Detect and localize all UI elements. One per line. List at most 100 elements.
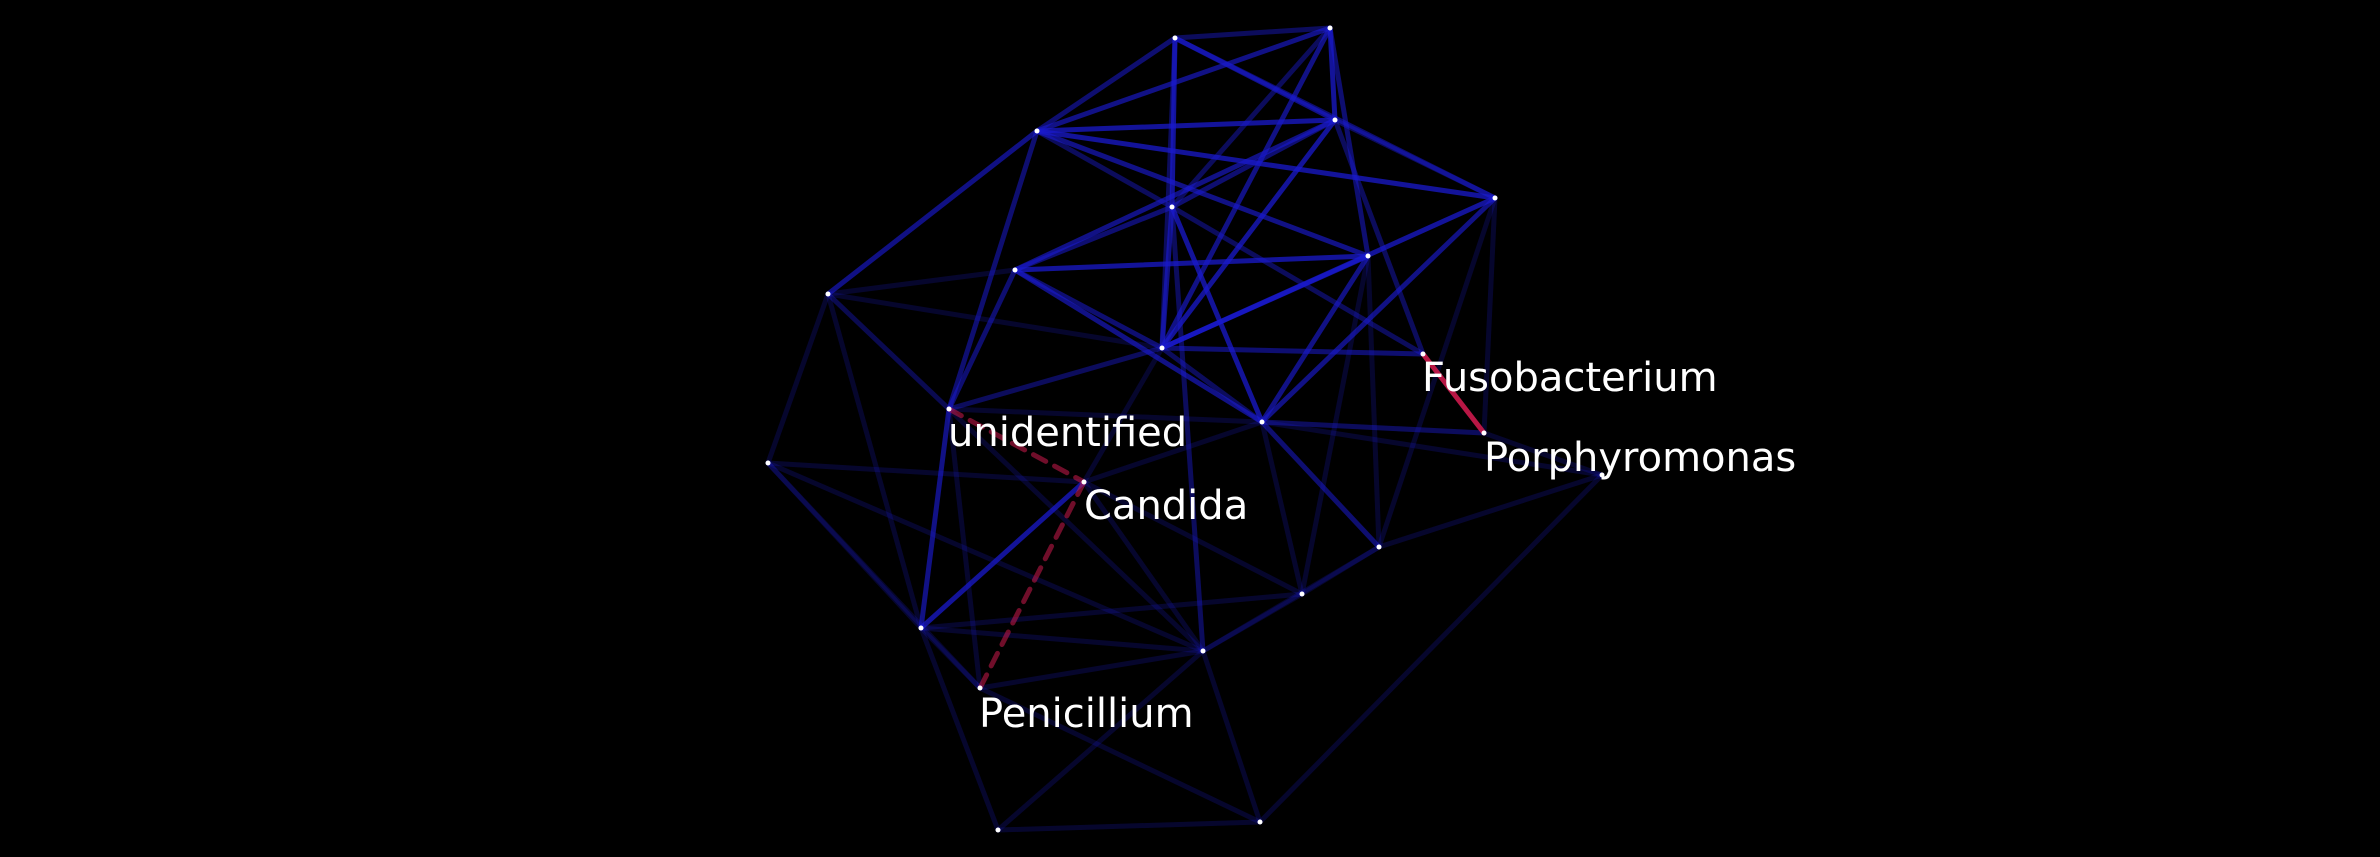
edge-n6-n17 — [1169, 204, 1206, 654]
edge-n12-n17 — [765, 460, 1206, 654]
edge-n1-n3 — [1034, 35, 1178, 134]
edge-n2-n6 — [1169, 25, 1333, 210]
edge-n8-n11 — [1259, 253, 1371, 425]
label-fusobacterium: Fusobacterium — [1422, 355, 1718, 401]
edge-n7-n8 — [1012, 253, 1371, 273]
edge-n11-porphyromonas — [1259, 419, 1487, 436]
edge-n12-n16 — [765, 460, 924, 631]
edge-unidentified-n7 — [946, 267, 1018, 412]
edge-n9-n12 — [765, 291, 831, 466]
node-n12 — [765, 460, 771, 466]
edge-n15-n11 — [1259, 419, 1305, 597]
edge-n18-n17 — [995, 648, 1206, 833]
node-unidentified — [946, 406, 952, 412]
edge-n6-n10 — [1159, 204, 1175, 351]
edge-n1-n6 — [1169, 35, 1178, 210]
edge-n13-porphyromonas — [1481, 430, 1605, 478]
edge-n17-candida — [1081, 479, 1206, 654]
edge-n4-n5 — [1332, 117, 1498, 201]
edge-n2-n3 — [1034, 25, 1333, 134]
edge-n17-n19 — [1200, 648, 1263, 825]
edge-n12-candida — [765, 460, 1087, 485]
edge-n5-n11 — [1259, 195, 1498, 425]
edge-n13-n14 — [1376, 472, 1605, 550]
edge-n17-n15 — [1200, 591, 1305, 654]
node-porphyromonas — [1481, 430, 1487, 436]
edge-n7-n11 — [1012, 267, 1265, 425]
edge-n9-n10 — [825, 291, 1165, 351]
edges — [765, 25, 1605, 833]
edge-n16-n18 — [918, 625, 1001, 833]
edge-n19-penicillium — [977, 685, 1263, 825]
edge-n2-n8 — [1327, 25, 1371, 259]
edge-n15-candida — [1081, 479, 1305, 597]
edge-n14-n15 — [1299, 544, 1382, 597]
edge-n4-n7 — [1012, 117, 1338, 273]
edge-n3-n6 — [1034, 128, 1175, 210]
node-n14 — [1376, 544, 1382, 550]
edge-candida-n10 — [1081, 345, 1165, 485]
edge-unidentified-n10 — [946, 345, 1165, 412]
edge-n9-n3 — [825, 128, 1040, 297]
node-n19 — [1257, 819, 1263, 825]
node-n7 — [1012, 267, 1018, 273]
edge-n13-n11 — [1259, 419, 1605, 478]
edge-n8-n15 — [1299, 253, 1371, 597]
edge-n17-penicillium — [977, 648, 1206, 691]
node-n17 — [1200, 648, 1206, 654]
edge-n5-n10 — [1159, 195, 1498, 351]
node-n18 — [995, 827, 1001, 833]
node-n13 — [1599, 472, 1605, 478]
edge-n11-n14 — [1259, 419, 1382, 550]
node-n9 — [825, 291, 831, 297]
node-fusobacterium — [1420, 351, 1426, 357]
edge-n3-unidentified — [946, 128, 1040, 412]
node-n5 — [1492, 195, 1498, 201]
edge-n12-penicillium — [765, 460, 983, 691]
edge-n4-n10 — [1159, 117, 1338, 351]
edge-n6-fusobacterium — [1169, 204, 1426, 357]
edge-candida-penicillium — [977, 479, 1087, 691]
label-candida: Candida — [1084, 483, 1248, 529]
edge-candida-n11 — [1081, 419, 1265, 485]
node-candida — [1081, 479, 1087, 485]
node-n1 — [1172, 35, 1178, 41]
edge-fusobacterium-porphyromonas — [1420, 351, 1487, 436]
node-n4 — [1332, 117, 1338, 123]
edge-unidentified-penicillium — [946, 406, 983, 691]
edge-n9-unidentified — [825, 291, 952, 412]
edge-n10-fusobacterium — [1159, 345, 1426, 357]
edge-n16-n17 — [918, 625, 1206, 654]
node-n11 — [1259, 419, 1265, 425]
node-n6 — [1169, 204, 1175, 210]
node-penicillium — [977, 685, 983, 691]
node-n16 — [918, 625, 924, 631]
edge-n9-n7 — [825, 267, 1018, 297]
node-n15 — [1299, 591, 1305, 597]
edge-n9-n17 — [825, 291, 1206, 654]
edge-n4-fusobacterium — [1332, 117, 1426, 357]
label-porphyromonas: Porphyromonas — [1484, 435, 1796, 481]
node-n2 — [1327, 25, 1333, 31]
edge-n2-n10 — [1159, 25, 1333, 351]
edge-unidentified-n16 — [918, 406, 952, 631]
edge-n6-n11 — [1169, 204, 1265, 425]
edge-n18-n19 — [995, 819, 1263, 833]
highlighted-edges — [946, 351, 1487, 691]
edge-n5-porphyromonas — [1481, 195, 1498, 436]
edge-n3-n4 — [1034, 117, 1338, 134]
edge-n10-n11 — [1159, 345, 1265, 425]
edge-n16-penicillium — [918, 625, 983, 691]
edge-n8-n14 — [1365, 253, 1382, 550]
edge-n14-n17 — [1200, 544, 1382, 654]
edge-unidentified-n11 — [946, 406, 1265, 425]
label-unidentified: unidentified — [948, 410, 1187, 456]
node-n8 — [1365, 253, 1371, 259]
node-n10 — [1159, 345, 1165, 351]
edge-n6-n7 — [1012, 204, 1175, 273]
edge-n16-candida — [918, 479, 1087, 631]
nodes — [765, 25, 1605, 833]
edge-n19-n13 — [1257, 472, 1605, 825]
